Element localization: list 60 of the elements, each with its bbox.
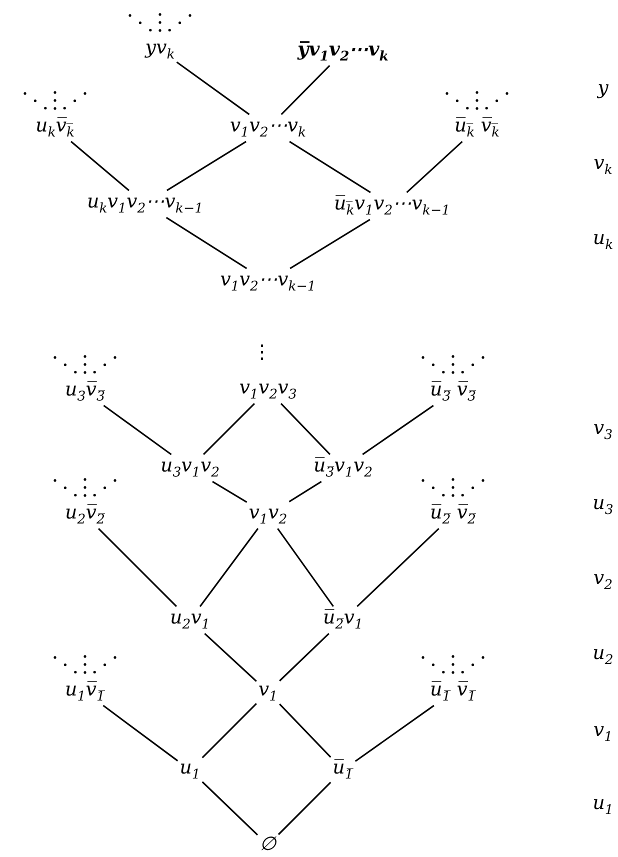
lattice-node-label: u$_{k}$v$_{1}$v$_{2}$⋯v$_{k−1}$ — [86, 191, 204, 217]
connector-line — [166, 216, 248, 270]
lattice-node-label: v$_{1}$v$_{2}$⋯v$_{k}$ — [230, 115, 306, 141]
connector-line — [278, 782, 332, 836]
lattice-node-label: u̅$_{3̅}$v$_{1}$v$_{2}$ — [313, 455, 373, 481]
lattice-node-label: u̅$_{k̅}$ v̅$_{k̅}$ — [454, 115, 500, 141]
connector-line — [98, 528, 178, 608]
connector-line — [70, 140, 130, 192]
lattice-node-label: u̅$_{2̅}$ v̅$_{2̅}$ — [430, 502, 476, 528]
lattice-node-label: u̅$_{2̅}$v$_{1}$ — [323, 607, 363, 633]
connector-line — [356, 528, 440, 608]
lattice-node-label: u$_{3}$v̅$_{3̅}$ — [65, 379, 105, 405]
connector-line — [288, 480, 322, 502]
connector-line — [280, 402, 331, 456]
level-label: u$_{3}$ — [592, 492, 614, 518]
lattice-node-label: u̅$_{1̅}$ — [332, 757, 354, 783]
connector-line — [280, 64, 330, 116]
level-label: u$_{k}$ — [592, 227, 614, 253]
connector-line — [277, 528, 334, 607]
connector-line — [290, 218, 370, 270]
lattice-node-label: yv$_{k}$ — [145, 37, 175, 63]
connector-line — [103, 404, 172, 456]
lattice-node-label: u$_{k}$v̅$_{k̅}$ — [35, 115, 75, 141]
connector-line — [362, 404, 434, 456]
lattice-node-label: v$_{1}$ — [258, 679, 278, 705]
level-label: u$_{1}$ — [592, 792, 614, 818]
level-label: y — [598, 77, 608, 99]
lattice-node-label: u$_{3}$v$_{1}$v$_{2}$ — [160, 455, 220, 481]
connector-line — [202, 781, 258, 836]
connector-line — [199, 528, 259, 607]
level-label: v$_{1}$ — [593, 719, 613, 745]
connector-line — [202, 402, 256, 456]
lattice-node-label: u̅$_{3̅}$ v̅$_{3̅}$ — [430, 379, 476, 405]
lattice-node-label: u̅$_{1̅}$ v̅$_{1̅}$ — [430, 679, 476, 705]
level-label: v$_{3}$ — [593, 417, 613, 443]
lattice-node-label: u$_{2}$v̅$_{2̅}$ — [65, 502, 105, 528]
lattice-node-label: v$_{1}$v$_{2}$v$_{3}$ — [239, 377, 297, 403]
connector-line — [204, 632, 257, 682]
lattice-node-label: u$_{2}$v$_{1}$ — [170, 607, 210, 633]
level-label: v$_{2}$ — [593, 567, 613, 593]
level-label: v$_{k}$ — [594, 152, 612, 178]
lattice-node-label: u$_{1}$ — [180, 757, 200, 783]
connector-line — [406, 140, 463, 194]
connector-line — [289, 140, 371, 194]
connector-line — [212, 480, 248, 503]
lattice-node-label: u$_{1}$v̅$_{1̅}$ — [65, 679, 105, 705]
connector-line — [202, 703, 257, 758]
level-label: u$_{2}$ — [592, 642, 614, 668]
lattice-node-label: ∅ — [260, 834, 276, 856]
vertical-ellipsis: ⋮ — [252, 340, 272, 364]
connector-line — [354, 704, 434, 762]
lattice-node-label: u̅$_{k̅}$v$_{1}$v$_{2}$⋯v$_{k−1}$ — [334, 193, 450, 219]
connector-line — [166, 140, 246, 192]
lattice-node-label: v$_{1}$v$_{2}$ — [248, 502, 288, 528]
connector-line — [279, 632, 330, 682]
connector-line — [279, 704, 332, 758]
connector-line — [102, 704, 178, 762]
lattice-node-label: v$_{1}$v$_{2}$⋯v$_{k−1}$ — [220, 269, 316, 295]
lattice-node-label: y̅v$_{1}$v$_{2}$⋯v$_{k}$ — [298, 39, 388, 65]
connector-line — [176, 61, 250, 116]
